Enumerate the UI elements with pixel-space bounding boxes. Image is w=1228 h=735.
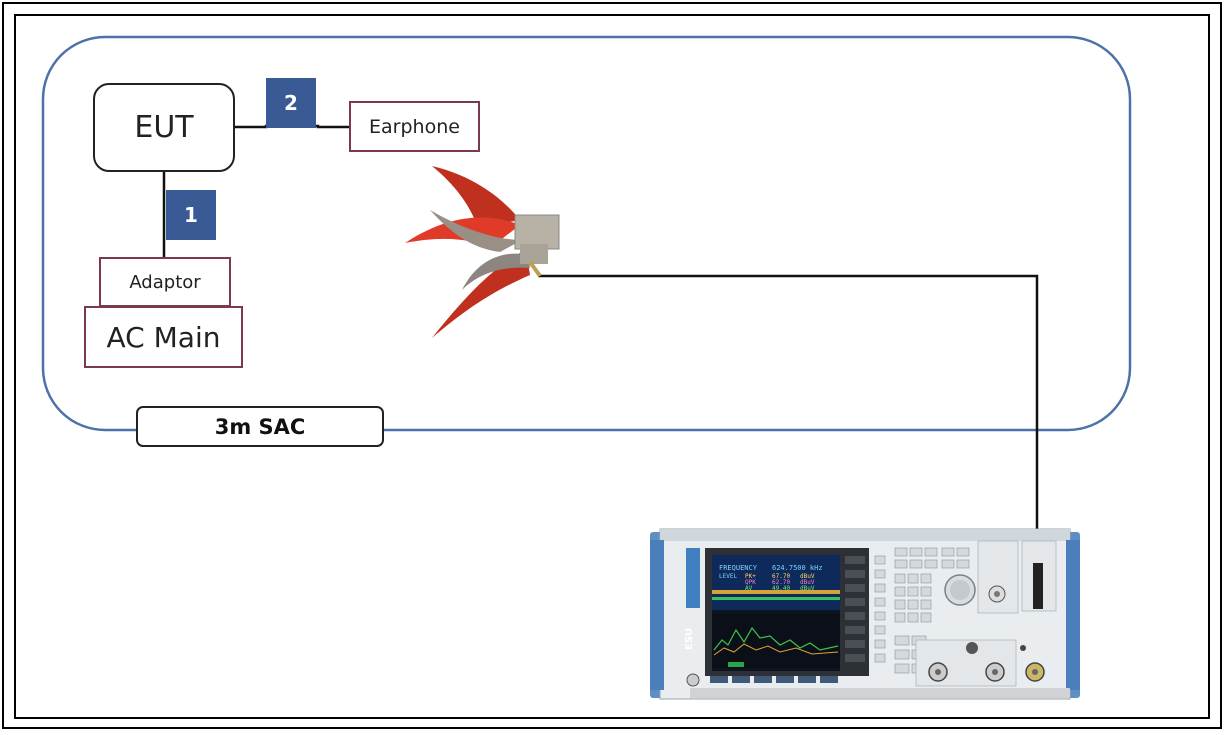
adaptor-label: Adaptor (129, 271, 201, 293)
cable-2-badge: 2 (266, 78, 316, 128)
level-row-det: AV (745, 585, 753, 592)
antenna-icon (405, 166, 560, 338)
level-label: LEVEL (719, 573, 737, 580)
cable-2-number: 2 (284, 91, 298, 115)
inner-frame (14, 14, 1210, 719)
level-row-unit: dBuV (800, 573, 815, 580)
chamber-label-text: 3m SAC (214, 414, 306, 439)
earphone-label: Earphone (369, 115, 460, 138)
emi-receiver (650, 528, 1080, 700)
level-row-value: 62.70 (772, 579, 790, 586)
level-row-unit: dBuV (800, 579, 815, 586)
level-row-value: 49.40 (772, 585, 790, 592)
level-row-unit: dBuV (800, 585, 815, 592)
cable-1-badge: 1 (166, 190, 216, 240)
chamber-outline (41, 35, 1132, 432)
earphone-box: Earphone (349, 101, 480, 152)
adaptor-box: Adaptor (99, 257, 231, 307)
eut-box: EUT (93, 83, 235, 172)
frequency-label: FREQUENCY (719, 564, 758, 572)
level-row-det: PK+ (745, 573, 756, 580)
receiver-badge: ESU (684, 628, 695, 650)
eut-label: EUT (134, 110, 194, 145)
frequency-value: 624.7500 kHz (772, 564, 823, 572)
chamber-label: 3m SAC (136, 406, 384, 447)
ac-main-box: AC Main (84, 306, 243, 368)
ac-main-label: AC Main (106, 320, 221, 354)
level-row-value: 67.70 (772, 573, 790, 580)
cable-1-number: 1 (184, 203, 198, 227)
level-row-det: QPK (745, 579, 756, 586)
